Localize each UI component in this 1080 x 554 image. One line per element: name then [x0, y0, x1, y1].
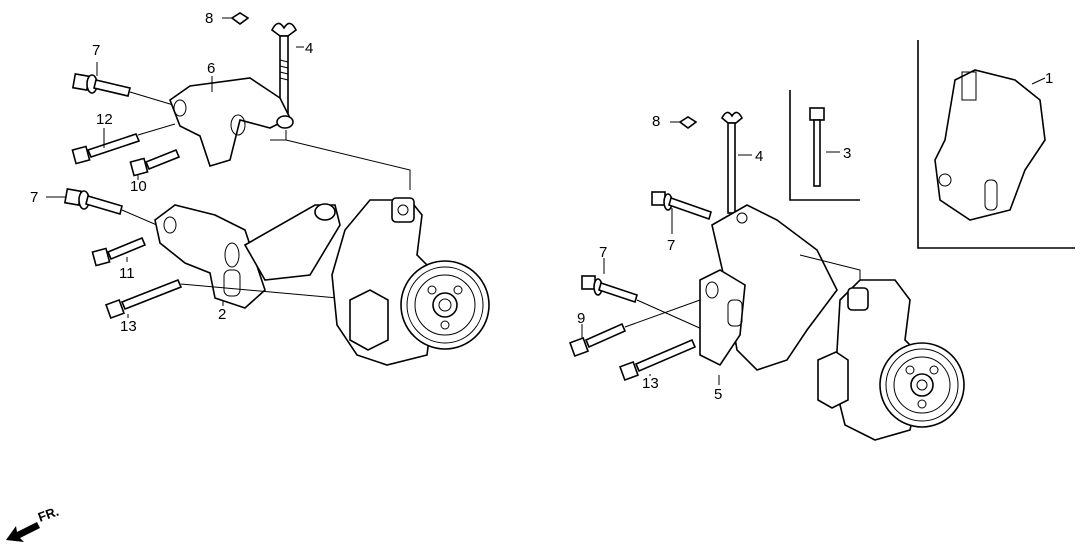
callout-11: 11: [119, 265, 135, 282]
inset-frame-3: [789, 90, 860, 201]
callout-8-left: 8: [205, 10, 213, 27]
inset-frame-1: [917, 40, 1075, 249]
callout-1: 1: [1045, 70, 1053, 87]
callout-13-left: 13: [120, 318, 137, 335]
front-label: FR.: [36, 504, 61, 525]
bolt-7-left-mid: [46, 187, 216, 251]
bolt-13-left: [105, 278, 361, 319]
left-callouts: 8 4 7 6 12 10 7 11 13 2: [30, 10, 313, 335]
power-steering-pump-right: [817, 279, 965, 441]
front-direction-indicator: FR.: [6, 504, 61, 542]
right-assembly: 8 4 3 1 7 7 9 13 5: [569, 40, 1075, 441]
front-arrow-icon: [6, 522, 40, 542]
callout-7-left-mid: 7: [30, 189, 38, 206]
callout-4-right: 4: [755, 148, 763, 165]
callout-7-right-upper: 7: [667, 237, 675, 254]
bracket-5: [699, 204, 861, 385]
callout-7-left-top: 7: [92, 42, 100, 59]
callout-7-right-lower: 7: [599, 244, 607, 261]
clip-8-left: [222, 12, 250, 25]
power-steering-pump-left: [331, 197, 490, 366]
bolt-3: [809, 107, 840, 187]
bolt-7-right-lower: [581, 258, 761, 356]
bolt-7-right-upper: [651, 191, 712, 234]
bolt-13-right: [619, 338, 697, 381]
clip-8-right: [670, 116, 698, 129]
bracket-2: [154, 203, 341, 309]
left-assembly: 8 4 7 6 12 10 7 11 13 2: [30, 10, 490, 366]
bolt-10: [129, 148, 181, 180]
callout-8-right: 8: [652, 113, 660, 130]
callout-10: 10: [130, 178, 147, 195]
callout-9: 9: [577, 310, 585, 327]
callout-12: 12: [96, 111, 113, 128]
bracket-6: [169, 76, 411, 190]
bolt-9: [569, 299, 701, 357]
callout-13-right: 13: [642, 375, 659, 392]
callout-4-left: 4: [305, 40, 313, 57]
callout-5: 5: [714, 386, 722, 403]
callout-6: 6: [207, 60, 215, 77]
callout-3: 3: [843, 145, 851, 162]
callout-2: 2: [218, 306, 226, 323]
right-callouts: 8 4 3 1 7 7 9 13 5: [577, 70, 1053, 403]
bracket-1: [934, 69, 1046, 221]
bolt-12: [71, 123, 176, 165]
stud-bolt-4-right: [721, 111, 752, 214]
bolt-11: [91, 236, 147, 267]
